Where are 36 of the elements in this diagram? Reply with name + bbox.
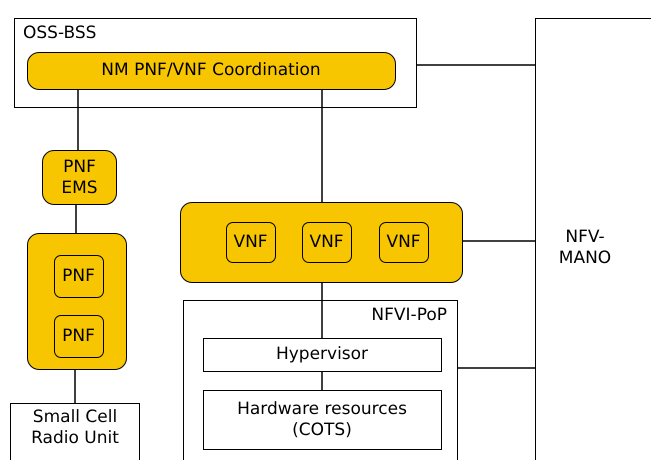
node-label: VNF	[309, 232, 344, 252]
node-label: NM PNF/VNF Coordination	[101, 60, 321, 81]
process-box	[183, 300, 458, 460]
process-box	[10, 403, 140, 460]
connector-line	[321, 372, 323, 390]
process-box	[202, 338, 442, 372]
process-box	[26, 52, 396, 90]
process-box	[535, 18, 651, 460]
node-label: PNF	[62, 266, 95, 286]
node-label: PNF	[62, 326, 95, 346]
connector-line	[74, 370, 76, 403]
process-box	[42, 150, 117, 205]
group-box	[180, 202, 463, 283]
connector-line	[321, 283, 323, 338]
process-box	[54, 254, 104, 298]
process-box	[14, 18, 417, 108]
process-box	[302, 222, 352, 262]
connector-line	[417, 64, 535, 66]
node-label: Small Cell Radio Unit	[30, 407, 120, 450]
process-box	[202, 390, 442, 450]
process-box	[378, 222, 428, 262]
connector-line	[77, 90, 79, 150]
node-label: Hypervisor	[276, 344, 368, 365]
node-label: VNF	[386, 232, 421, 252]
node-label: NFV-MANO	[558, 227, 612, 269]
node-label: OSS-BSS	[23, 23, 96, 43]
connector-line	[463, 240, 535, 242]
connector-line	[321, 90, 323, 202]
node-label: Hardware resources (COTS)	[236, 398, 408, 440]
process-box	[226, 222, 276, 262]
node-label: VNF	[233, 232, 268, 252]
connector-line	[75, 205, 77, 233]
node-label: PNF EMS	[60, 156, 99, 198]
group-box	[27, 233, 127, 370]
connector-line	[458, 367, 535, 369]
process-box	[54, 314, 104, 358]
